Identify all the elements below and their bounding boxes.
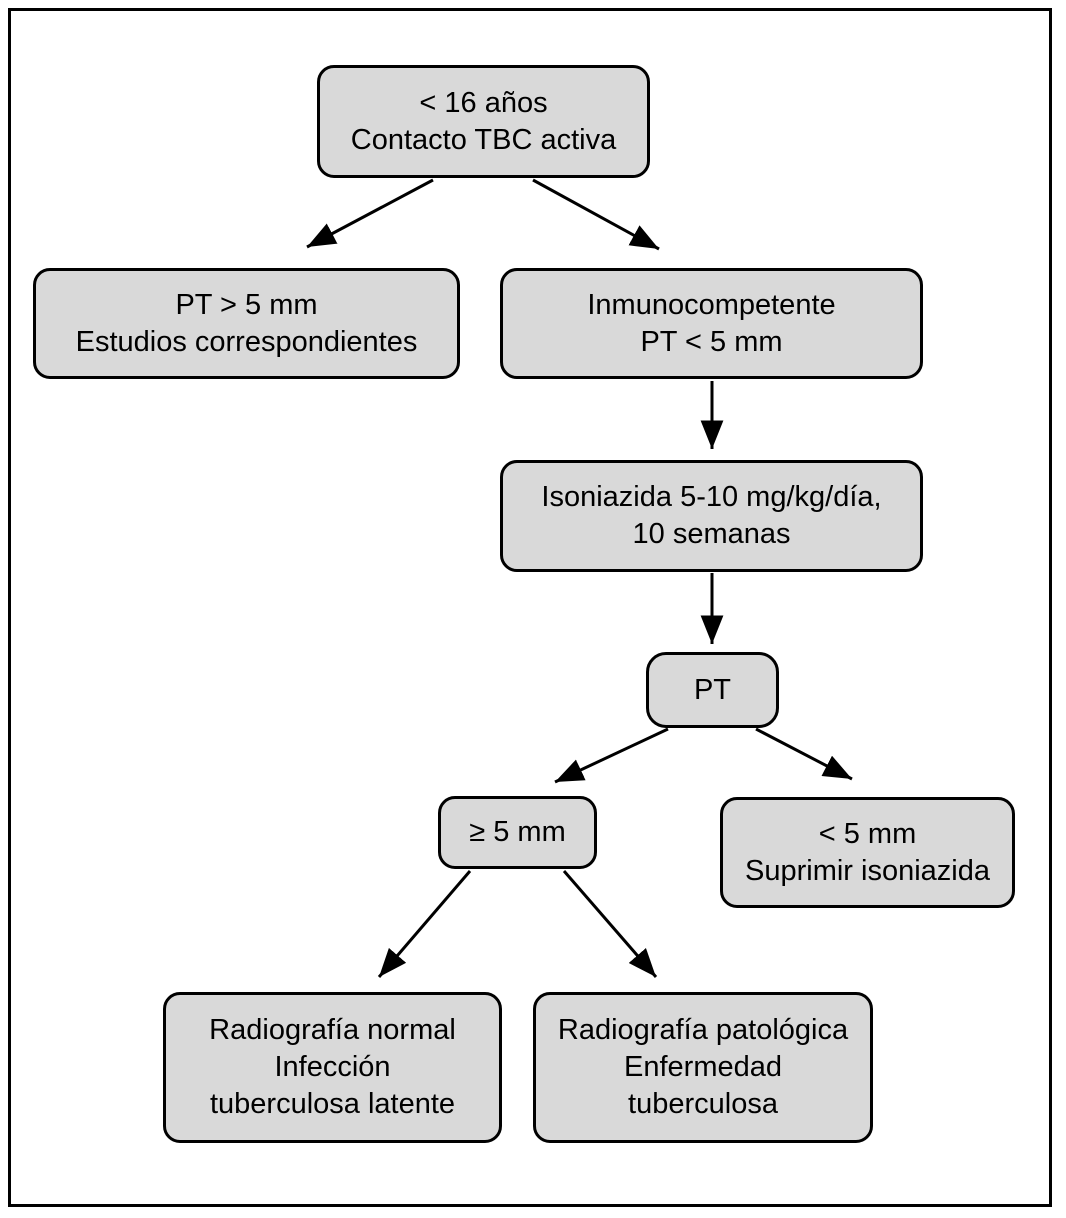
node-line: PT < 5 mm bbox=[640, 325, 783, 358]
figure-frame bbox=[8, 8, 1052, 1207]
node-line: Isoniazida 5-10 mg/kg/día, bbox=[541, 481, 882, 513]
node-line: PT > 5 mm bbox=[175, 288, 318, 321]
node-ge-5mm: ≥ 5 mm bbox=[438, 796, 597, 869]
node-xray-normal: Radiografía normal Infección tuberculosa… bbox=[163, 992, 502, 1143]
node-line: Radiografía patológica bbox=[557, 1014, 849, 1046]
node-pt-test: PT bbox=[646, 652, 779, 728]
node-xray-pathologic: Radiografía patológica Enfermedad tuberc… bbox=[533, 992, 873, 1143]
node-line: tuberculosa bbox=[628, 1088, 778, 1120]
node-line: Infección bbox=[274, 1051, 391, 1083]
node-line: PT bbox=[693, 673, 732, 706]
node-line: ≥ 5 mm bbox=[469, 816, 566, 848]
node-line: Suprimir isoniazida bbox=[745, 854, 990, 887]
node-immunocompetent: Inmunocompetente PT < 5 mm bbox=[500, 268, 923, 379]
node-line: Estudios correspondientes bbox=[75, 325, 418, 358]
node-line: < 5 mm bbox=[818, 817, 917, 850]
node-line: Radiografía normal bbox=[209, 1014, 456, 1046]
node-line: Inmunocompetente bbox=[587, 288, 836, 321]
node-line: 10 semanas bbox=[632, 518, 791, 550]
node-age-contact: < 16 años Contacto TBC activa bbox=[317, 65, 650, 178]
node-line: Contacto TBC activa bbox=[350, 123, 617, 156]
node-line: tuberculosa latente bbox=[209, 1088, 456, 1120]
node-line: Enfermedad bbox=[624, 1051, 782, 1083]
node-lt-5mm: < 5 mm Suprimir isoniazida bbox=[720, 797, 1015, 908]
node-isoniazid-treatment: Isoniazida 5-10 mg/kg/día, 10 semanas bbox=[500, 460, 923, 572]
node-line: < 16 años bbox=[419, 86, 548, 119]
node-pt-gt5mm: PT > 5 mm Estudios correspondientes bbox=[33, 268, 460, 379]
